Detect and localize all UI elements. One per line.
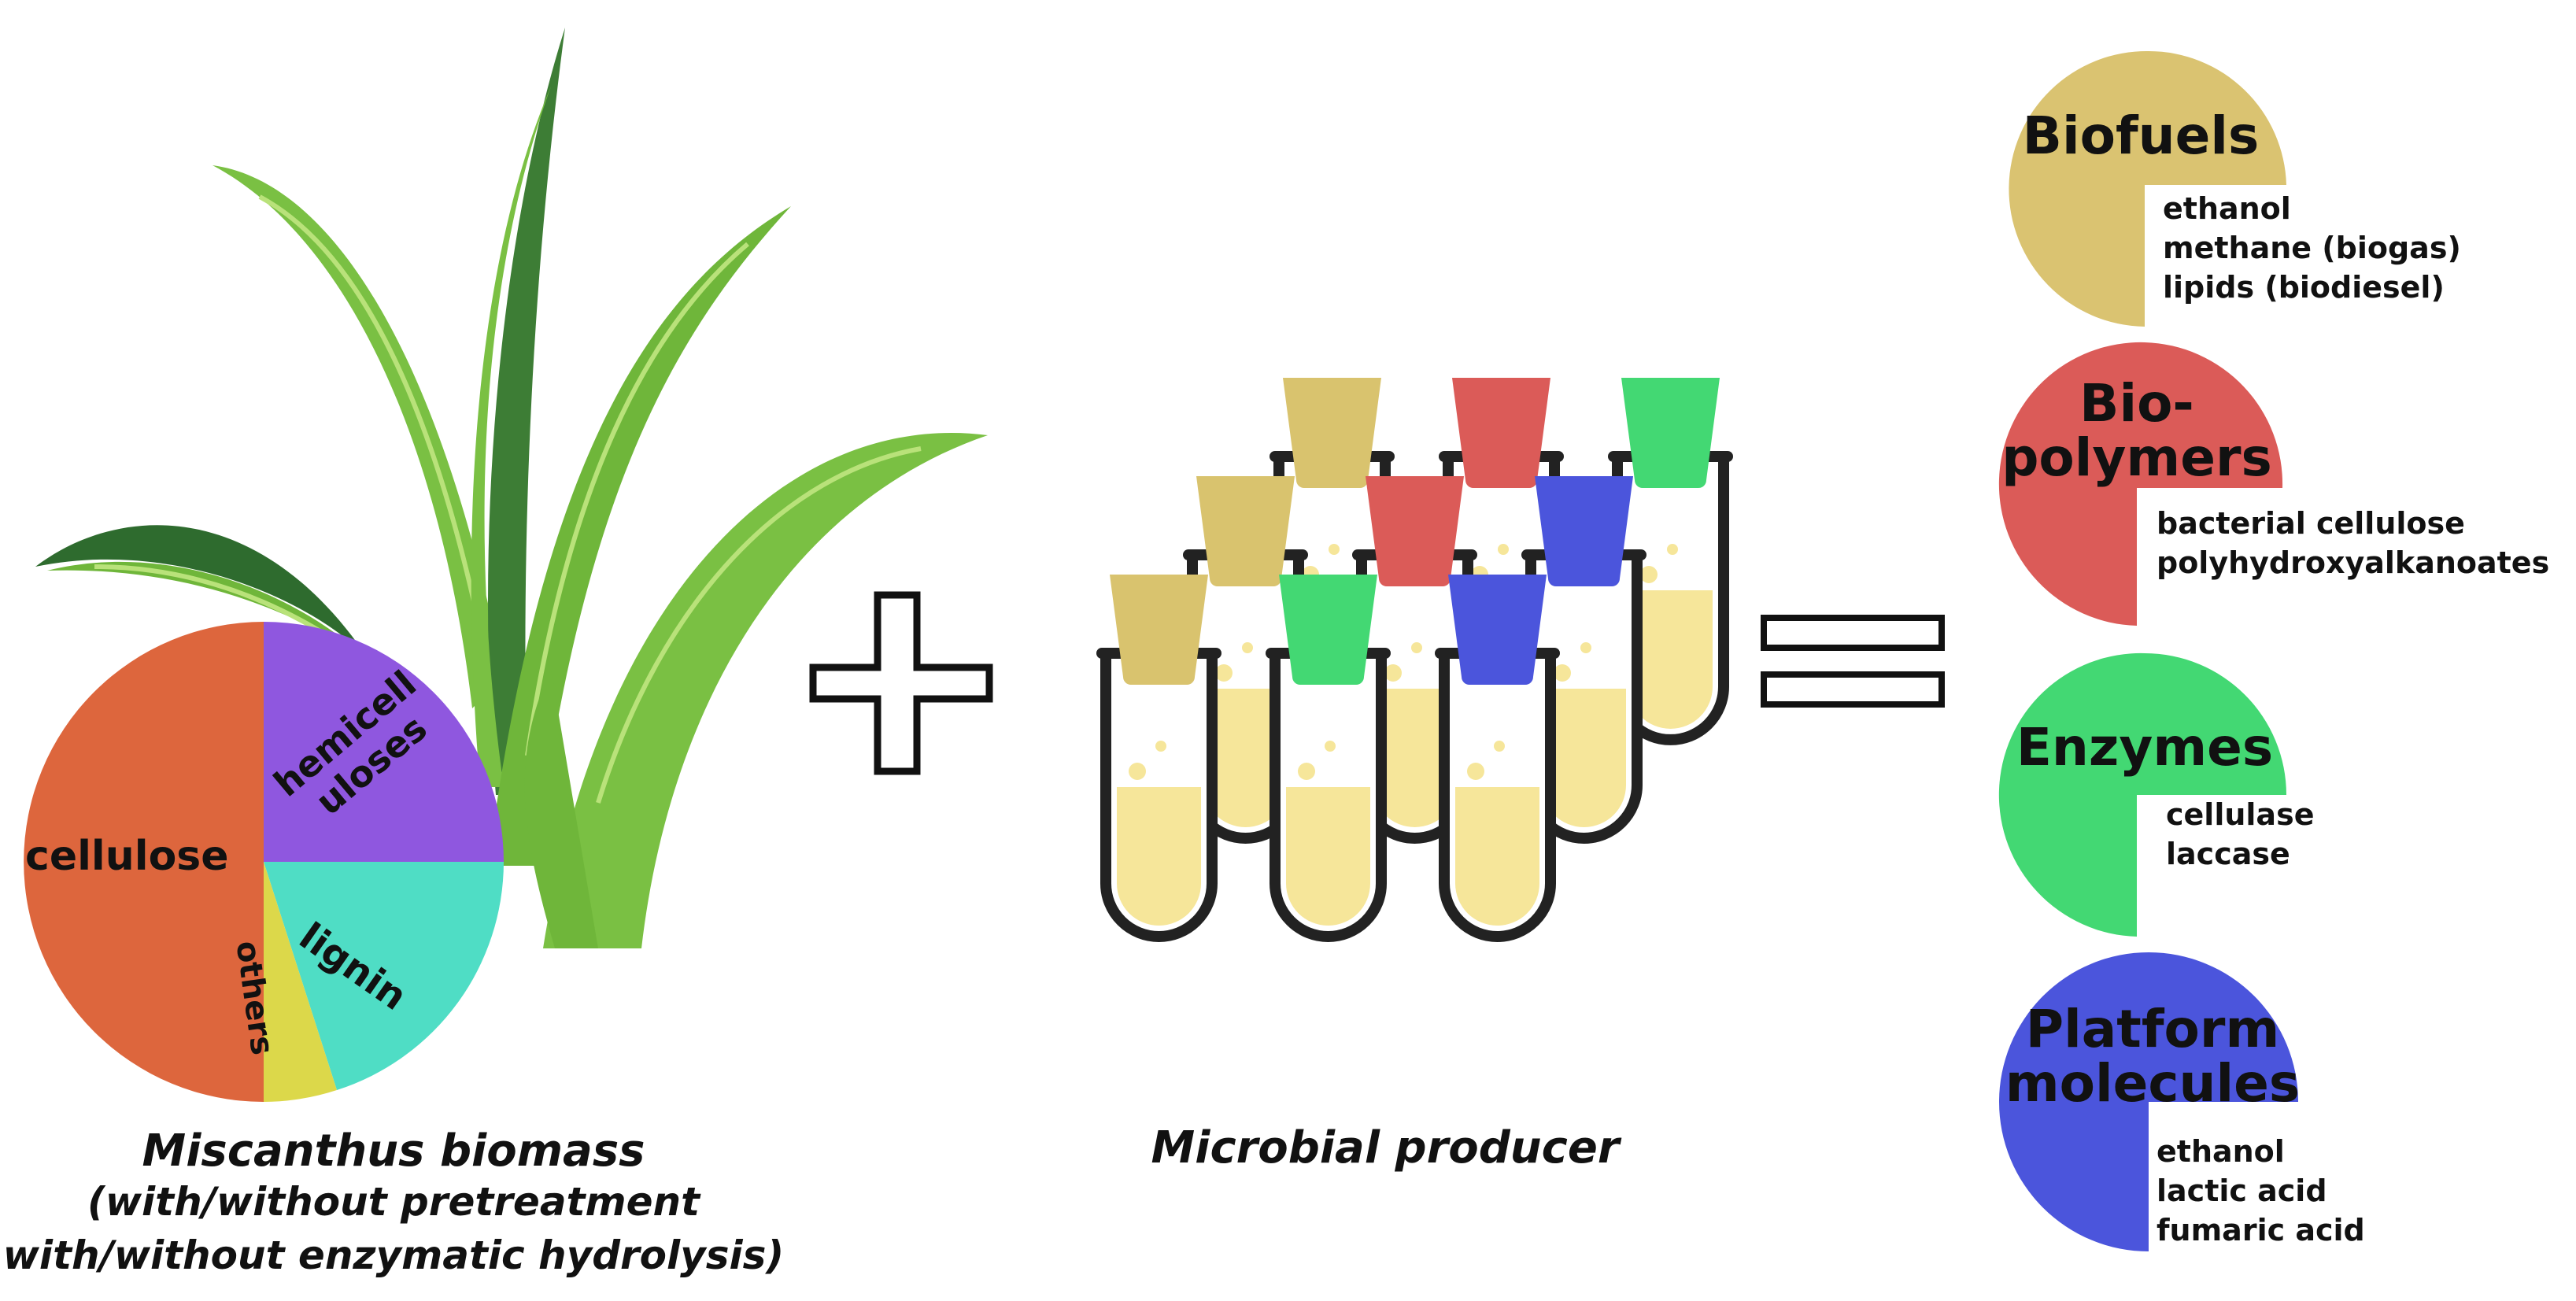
enzymes-title: Enzymes (2016, 717, 2274, 778)
platform-molecules-shape (1999, 952, 2298, 1251)
test-tube-rack-illustration (1096, 378, 1733, 942)
platform-molecules-item: fumaric acid (2157, 1213, 2365, 1247)
tube-stopper (1283, 378, 1381, 488)
biopolymers-title-line2: polymers (2001, 427, 2272, 489)
tube-stopper (1452, 378, 1550, 488)
miscanthus-illustration (24, 28, 988, 1102)
enzymes-item: cellulase (2166, 797, 2315, 832)
platform-molecules-title: Platform molecules (1987, 1002, 2318, 1111)
biomass-composition-pie (24, 622, 504, 1102)
biofuels-item: lipids (biodiesel) (2163, 270, 2445, 305)
enzymes-item: laccase (2166, 837, 2290, 871)
biopolymers-shape (1998, 342, 2283, 626)
enzymes-list: cellulase laccase (2166, 795, 2314, 874)
pie-label-cellulose: cellulose (25, 833, 229, 880)
test-tube (1521, 476, 1646, 844)
tube-stopper (1366, 476, 1464, 586)
producer-caption: Microbial producer (1151, 1122, 1620, 1173)
platform-molecules-item: ethanol (2157, 1134, 2285, 1169)
biomass-caption-line3: with/without enzymatic hydrolysis) (2, 1233, 785, 1278)
biofuels-item: ethanol (2163, 191, 2291, 226)
biopolymers-title-line1: Bio- (2079, 373, 2194, 434)
enzymes-shape (1998, 652, 2286, 937)
biofuels-shape (2009, 50, 2286, 327)
test-tube (1096, 575, 1221, 942)
tube-stopper (1535, 476, 1633, 586)
biopolymers-item: bacterial cellulose (2157, 506, 2465, 541)
test-tube (1266, 575, 1391, 942)
platform-molecules-list: ethanol lactic acid fumaric acid (2157, 1132, 2365, 1250)
tube-stopper (1621, 378, 1720, 488)
biofuels-item: methane (biogas) (2163, 231, 2461, 265)
pie-slice-lignin (264, 862, 504, 1090)
pie-slice-cellulose (24, 622, 264, 1102)
tube-stopper (1196, 476, 1295, 586)
platform-molecules-title-line2: molecules (2005, 1053, 2301, 1114)
pie-slice-others (264, 862, 337, 1102)
tube-stopper (1110, 575, 1208, 685)
pie-slice-hemicelluloses (264, 622, 504, 862)
platform-molecules-item: lactic acid (2157, 1173, 2327, 1208)
equals-operator: = (1761, 615, 1945, 708)
tube-stopper (1448, 575, 1547, 685)
biofuels-list: ethanol methane (biogas) lipids (biodies… (2163, 189, 2461, 307)
grass-icon (35, 28, 988, 948)
biomass-caption-line2: (with/without pretreatment (87, 1179, 700, 1225)
tube-stopper (1279, 575, 1377, 685)
test-tube (1608, 378, 1733, 745)
biopolymers-title: Bio- polymers (1987, 376, 2286, 486)
plus-operator: + (809, 591, 993, 775)
biofuels-title: Biofuels (2022, 105, 2260, 166)
test-tube (1435, 575, 1560, 942)
biomass-caption-line1: Miscanthus biomass (142, 1125, 645, 1177)
platform-molecules-title-line1: Platform (2025, 999, 2280, 1059)
biopolymers-list: bacterial cellulose polyhydroxyalkanoate… (2157, 504, 2549, 582)
biopolymers-item: polyhydroxyalkanoates (2157, 545, 2550, 580)
